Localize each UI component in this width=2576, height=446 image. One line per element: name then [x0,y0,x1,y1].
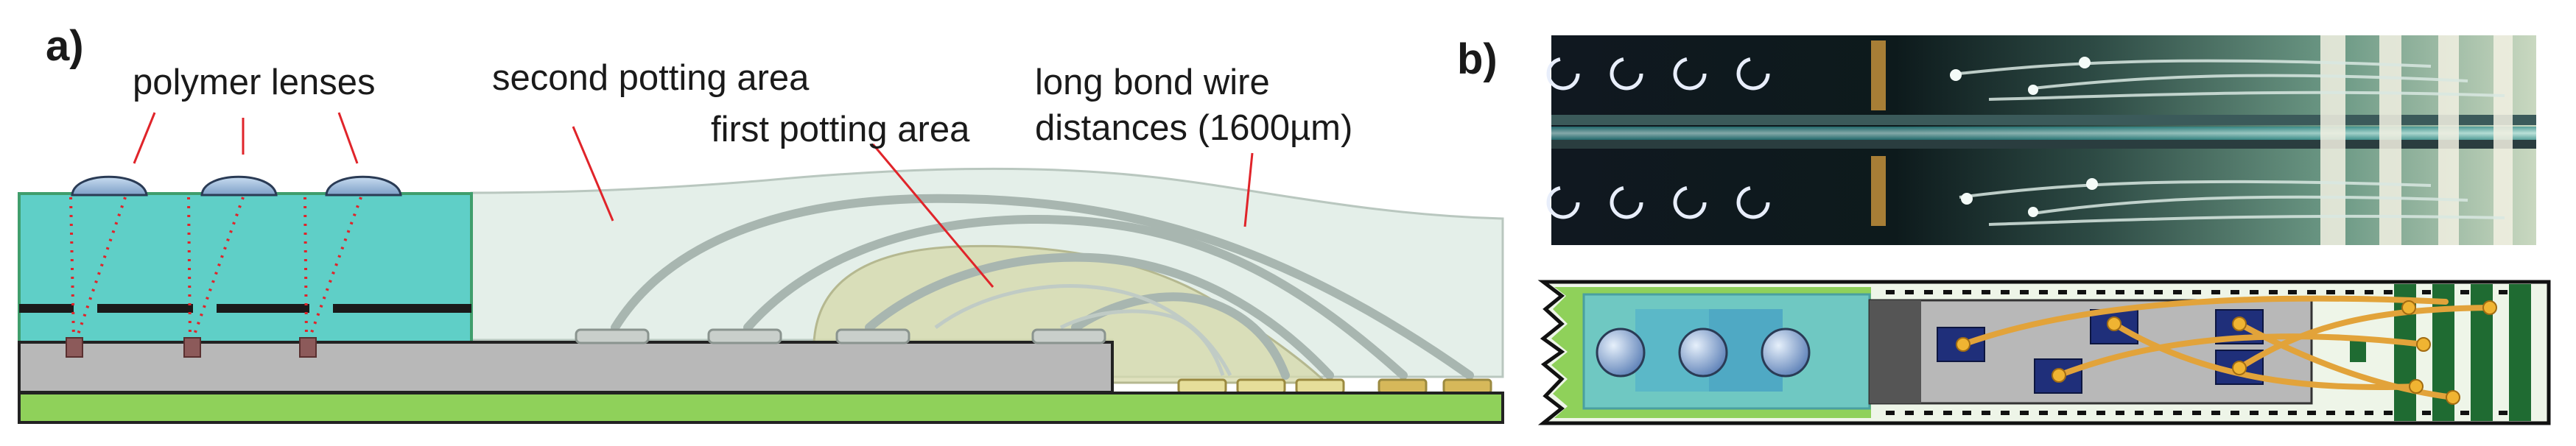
optical-paths [69,197,362,339]
substrate-bond-pads [575,328,1106,344]
teal-optical-block [18,192,473,344]
ball-lens [1761,328,1811,378]
polymer-lens [325,175,402,197]
annotation-lines [133,112,1254,288]
polymer-lenses-label: polymer lenses [133,63,376,102]
polymer-lens [200,175,278,197]
second-potting-area-label: second potting area [492,58,810,98]
ball-lenses [1596,328,1811,378]
bond-wire [611,194,1474,380]
long-bond-wire-label-line1: long bond wire [1035,63,1270,102]
polymer-lens [71,175,148,197]
photodiode [299,337,317,358]
pcb-bond-pads [1177,378,1492,394]
micrograph-photodiodes [1546,57,1770,219]
photodiode [66,337,83,358]
polymer-lenses [71,175,402,197]
photodiode [183,337,201,358]
first-potting-area-label: first potting area [711,110,970,149]
panel-b: b) [1457,35,2551,425]
substrate [18,341,1114,394]
panel-b-label: b) [1457,35,1498,83]
pcb-board [18,392,1504,424]
micrograph [1546,35,2536,245]
bond-wires-thin [934,284,1232,377]
bond-wire [865,252,1334,380]
panel-a-label: a) [46,22,84,70]
layout-schematic [1537,280,2551,425]
ball-lens [1678,328,1728,378]
long-bond-wire-label-line2: distances (1600µm) [1035,108,1352,148]
bond-wires [611,194,1474,380]
panel-a: a) [18,22,1504,424]
bond-wire [1071,292,1290,380]
black-layer [19,304,471,313]
ball-lens [1596,328,1646,378]
gold-bond-wires [1960,295,2493,400]
bond-wire [743,214,1408,380]
